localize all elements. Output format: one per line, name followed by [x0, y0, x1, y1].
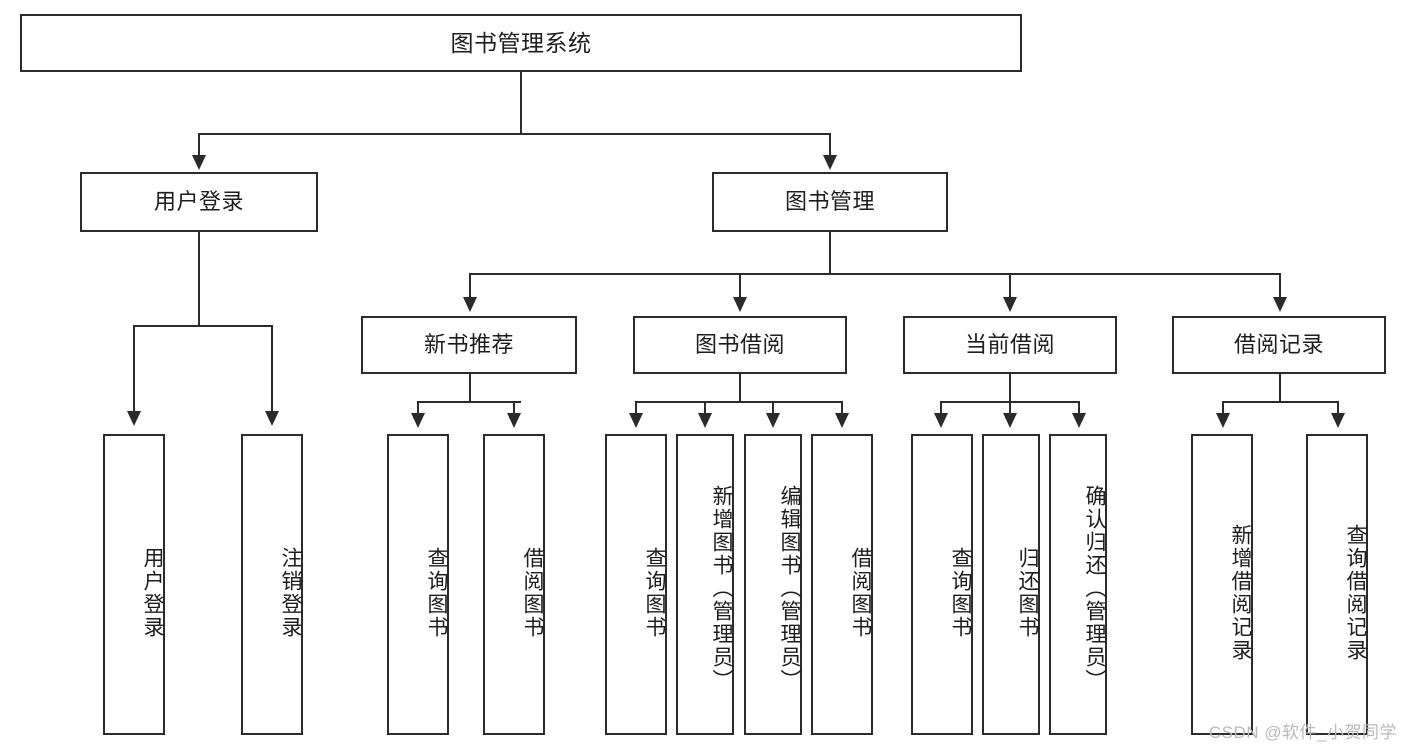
leaf-cb-return-book[interactable]: 归还图书 [982, 434, 1040, 735]
arrowhead-bb-leaf3 [766, 413, 780, 428]
leaf-bb-query-book[interactable]: 查询图书 [605, 434, 667, 735]
leaf-cb-confirm-return-admin[interactable]: 确认归还（管理员） [1049, 434, 1107, 735]
connector-cb-l1 [940, 401, 943, 415]
node-current-borrow[interactable]: 当前借阅 [903, 316, 1117, 374]
arrowhead-borrow-record [1273, 297, 1287, 312]
arrowhead-cb-leaf1 [934, 413, 948, 428]
connector-nbr-bus [417, 401, 521, 404]
leaf-bb-borrow-book[interactable]: 借阅图书 [811, 434, 873, 735]
node-borrow-record[interactable]: 借阅记录 [1172, 316, 1386, 374]
connector-bm-c3 [1009, 273, 1012, 299]
leaf-label: 查询图书 [949, 546, 972, 639]
arrowhead-br-leaf1 [1216, 413, 1230, 428]
leaf-label: 注销登录 [279, 546, 302, 639]
leaf-label: 借阅图书 [521, 546, 544, 639]
leaf-br-query-record[interactable]: 查询借阅记录 [1306, 434, 1368, 735]
connector-bb-l4 [841, 401, 844, 415]
leaf-bb-edit-book-admin[interactable]: 编辑图书（管理员） [744, 434, 802, 735]
arrowhead-nbr-leaf1 [411, 413, 425, 428]
connector-bm-c1 [469, 273, 472, 299]
connector-bb-bus [635, 401, 843, 404]
connector-bb-l3 [772, 401, 775, 415]
leaf-label: 编辑图书（管理员） [778, 485, 801, 692]
arrowhead-leaf-user-login [127, 411, 141, 426]
connector-nbr-stem [469, 374, 472, 402]
arrowhead-current-borrow [1003, 297, 1017, 312]
connector-cb-l3 [1078, 401, 1081, 415]
leaf-user-login-login[interactable]: 用户登录 [103, 434, 165, 735]
arrowhead-book-manage [823, 155, 837, 170]
connector-bb-l2 [704, 401, 707, 415]
node-book-borrow[interactable]: 图书借阅 [633, 316, 847, 374]
node-new-book-recommend[interactable]: 新书推荐 [361, 316, 577, 374]
leaf-label: 查询图书 [643, 546, 666, 639]
connector-user-login-stem [198, 232, 201, 326]
leaf-label: 确认归还（管理员） [1083, 485, 1106, 692]
connector-bm-c2 [739, 273, 742, 299]
leaf-user-login-logout[interactable]: 注销登录 [241, 434, 303, 735]
arrowhead-leaf-logout [265, 411, 279, 426]
leaf-label: 新增借阅记录 [1229, 523, 1252, 662]
connector-cb-stem [1009, 374, 1012, 402]
leaf-br-add-record[interactable]: 新增借阅记录 [1191, 434, 1253, 735]
connector-user-login-bus [133, 325, 271, 328]
leaf-label: 查询图书 [425, 546, 448, 639]
leaf-label: 归还图书 [1016, 546, 1039, 639]
node-root-system[interactable]: 图书管理系统 [20, 14, 1022, 72]
connector-root-stem [520, 72, 523, 134]
connector-nbr-l2 [513, 401, 516, 415]
leaf-label: 新增图书（管理员） [710, 485, 733, 692]
arrowhead-cb-leaf3 [1072, 413, 1086, 428]
connector-root-bus [198, 133, 830, 136]
connector-nbr-l1 [417, 401, 420, 415]
connector-br-stem [1279, 374, 1282, 402]
connector-bb-stem [739, 374, 742, 402]
leaf-cb-query-book[interactable]: 查询图书 [911, 434, 973, 735]
connector-br-bus [1222, 401, 1337, 404]
connector-root-to-book-manage [829, 133, 832, 157]
arrowhead-bb-leaf1 [629, 413, 643, 428]
leaf-label: 借阅图书 [849, 546, 872, 639]
leaf-nbr-borrow-book[interactable]: 借阅图书 [483, 434, 545, 735]
arrowhead-book-borrow [733, 297, 747, 312]
leaf-label: 查询借阅记录 [1344, 523, 1367, 662]
arrowhead-bb-leaf4 [835, 413, 849, 428]
connector-br-l1 [1222, 401, 1225, 415]
connector-root-to-user-login [198, 133, 201, 157]
connector-user-login-l2 [271, 325, 274, 413]
node-book-manage[interactable]: 图书管理 [712, 172, 948, 232]
connector-book-manage-bus [469, 273, 1280, 276]
arrowhead-br-leaf2 [1331, 413, 1345, 428]
connector-bb-l1 [635, 401, 638, 415]
arrowhead-user-login [192, 155, 206, 170]
connector-cb-l2 [1009, 401, 1012, 415]
connector-book-manage-stem [829, 232, 832, 274]
connector-bm-c4 [1279, 273, 1282, 299]
leaf-nbr-query-book[interactable]: 查询图书 [387, 434, 449, 735]
arrowhead-cb-leaf2 [1003, 413, 1017, 428]
connector-user-login-l1 [133, 325, 136, 413]
node-user-login[interactable]: 用户登录 [80, 172, 318, 232]
leaf-bb-add-book-admin[interactable]: 新增图书（管理员） [676, 434, 734, 735]
arrowhead-bb-leaf2 [698, 413, 712, 428]
leaf-label: 用户登录 [141, 546, 164, 639]
arrowhead-new-book-recommend [463, 297, 477, 312]
connector-br-l2 [1337, 401, 1340, 415]
arrowhead-nbr-leaf2 [507, 413, 521, 428]
